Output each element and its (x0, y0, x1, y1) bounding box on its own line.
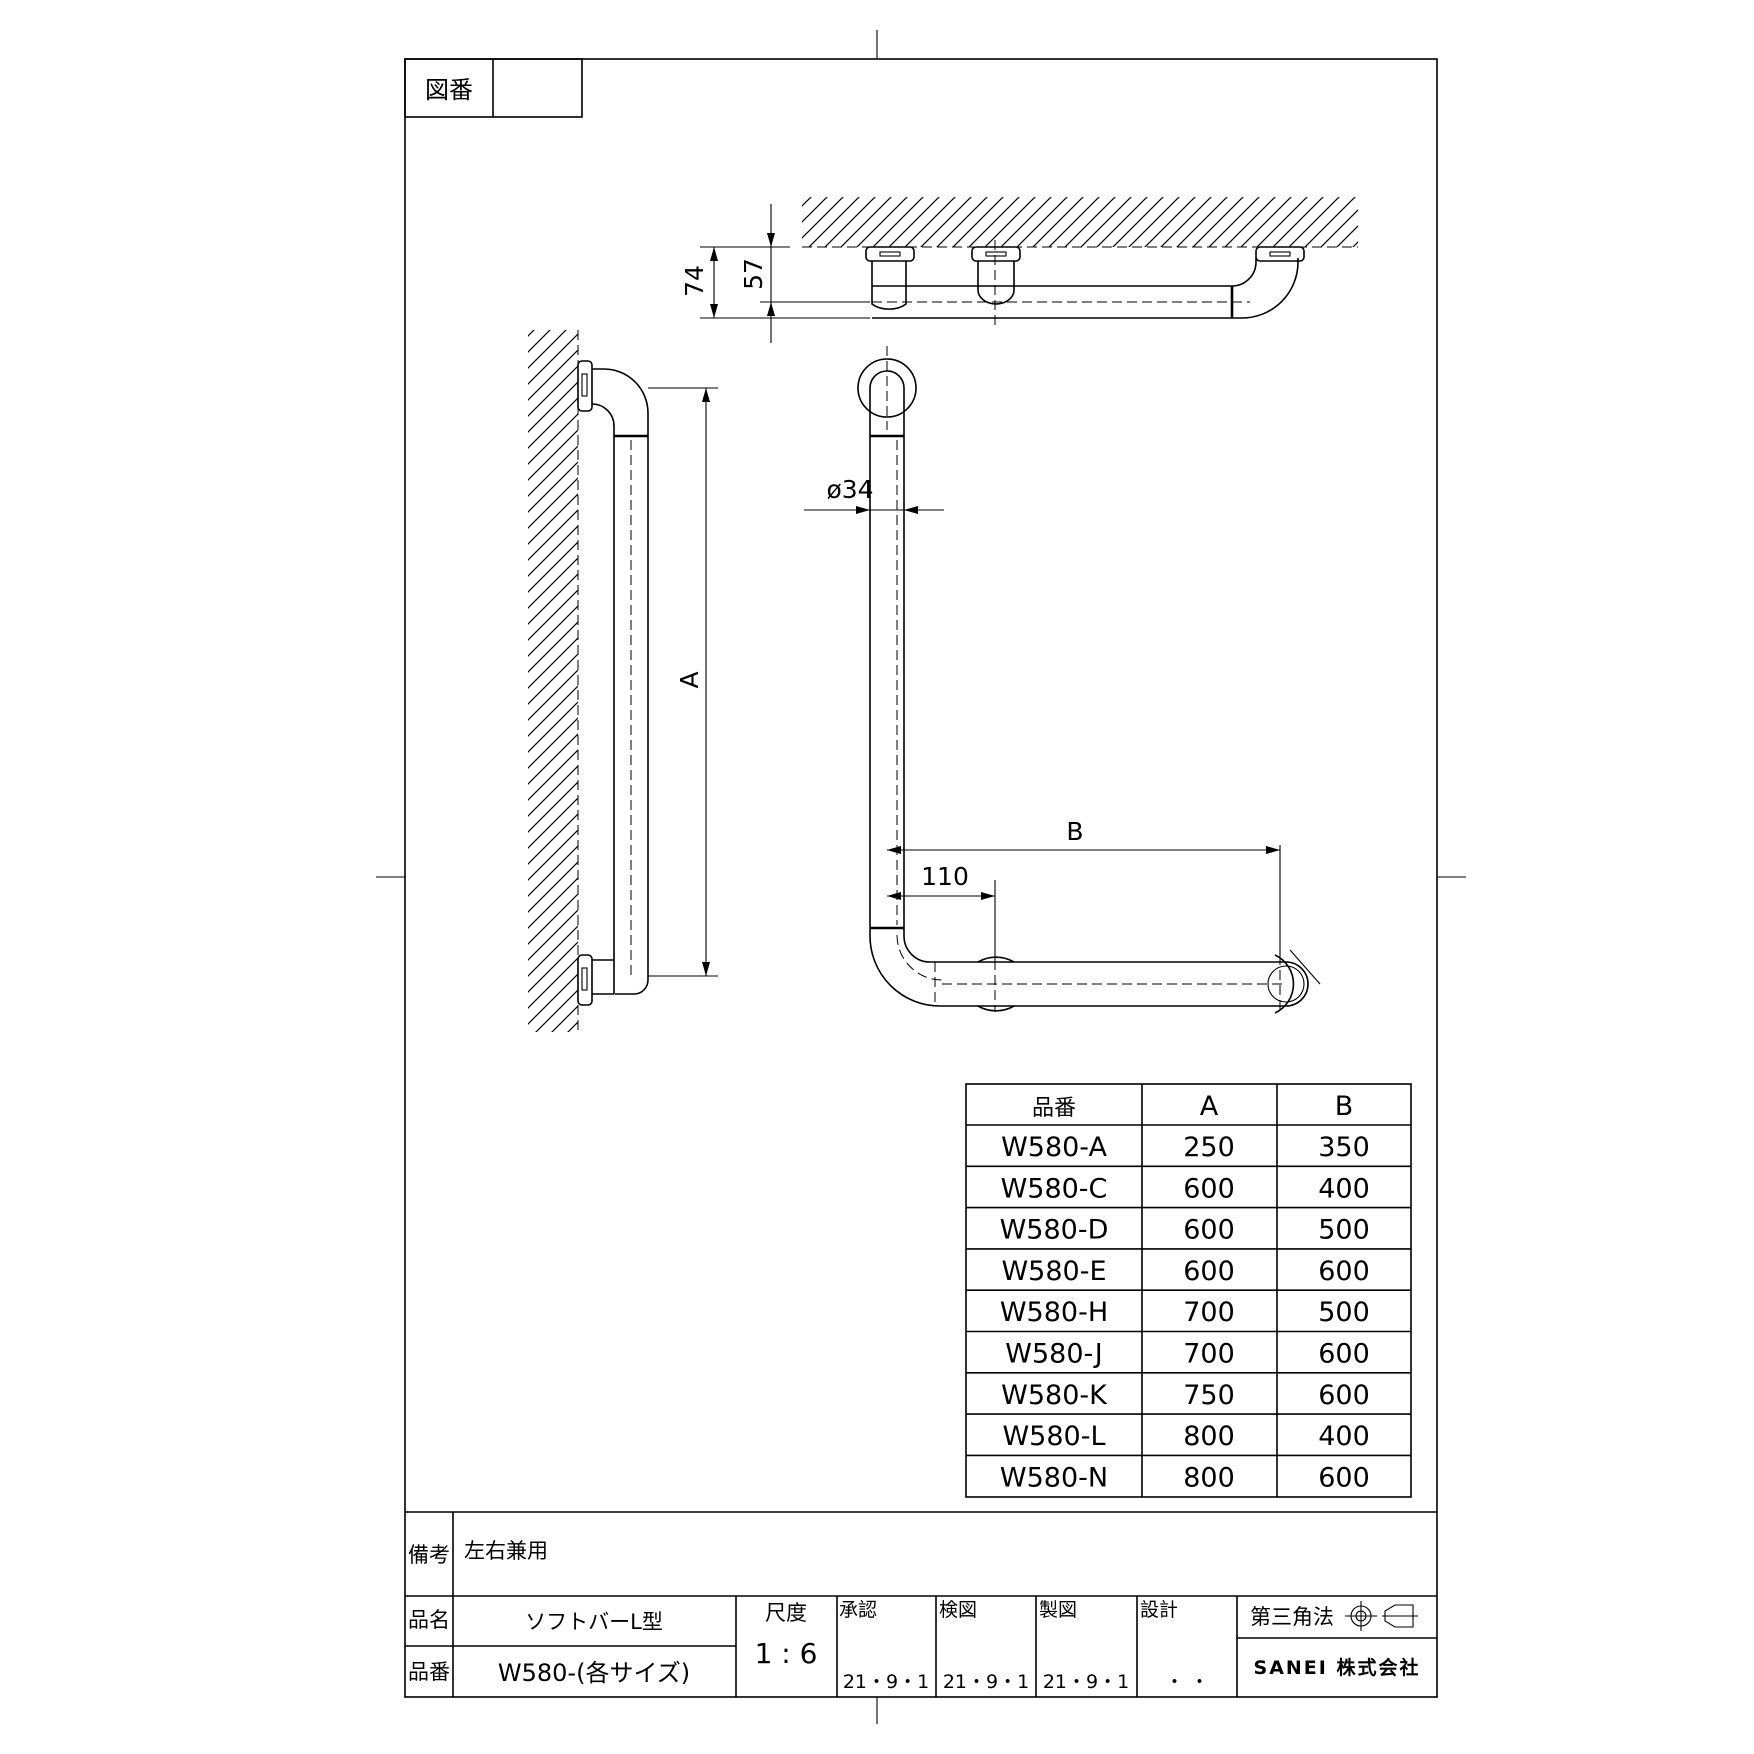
drawing-number-box: 図番 (404, 58, 583, 118)
remarks-label: 備考 (408, 1543, 450, 1567)
part-value: W580-(各サイズ) (498, 1659, 690, 1687)
table-cell-part: W580-C (1001, 1173, 1108, 1204)
scale-value: 1 : 6 (755, 1637, 818, 1670)
dim-diameter: ø34 (826, 475, 873, 504)
sheet-border (404, 58, 1438, 1698)
dim-depth-bar: 57 (739, 258, 768, 290)
dim-width-b: B (1066, 817, 1083, 846)
table-header-a: A (1200, 1091, 1219, 1122)
front-view (804, 346, 1321, 1015)
table-row: W580-D 600 500 (1000, 1215, 1370, 1246)
table-cell-b: 400 (1318, 1421, 1370, 1452)
table-cell-a: 600 (1183, 1173, 1235, 1204)
table-row: W580-E 600 600 (1001, 1256, 1369, 1287)
dim-height-a: A (675, 671, 704, 688)
table-cell-a: 700 (1183, 1339, 1235, 1370)
table-cell-a: 750 (1183, 1380, 1235, 1411)
top-view (700, 197, 1358, 343)
table-row: W580-L 800 400 (1002, 1421, 1369, 1452)
remarks-value: 左右兼用 (464, 1539, 548, 1563)
table-cell-part: W580-D (1000, 1215, 1109, 1246)
side-wall-hatch (528, 330, 578, 1032)
drawn-date: 21・9・1 (1043, 1671, 1129, 1693)
company-name: SANEI 株式会社 (1254, 1656, 1421, 1679)
table-cell-part: W580-A (1001, 1132, 1107, 1163)
designed-date: ・ ・ (1165, 1671, 1209, 1693)
part-label: 品番 (408, 1660, 450, 1684)
table-cell-b: 400 (1318, 1173, 1370, 1204)
table-cell-b: 600 (1318, 1256, 1370, 1287)
table-row: W580-H 700 500 (1000, 1297, 1370, 1328)
dim-depth-total: 74 (680, 265, 709, 297)
table-row: W580-K 750 600 (1001, 1380, 1370, 1411)
table-cell-part: W580-L (1002, 1421, 1105, 1452)
drawn-label: 製図 (1039, 1599, 1077, 1621)
table-cell-a: 250 (1183, 1132, 1235, 1163)
table-cell-a: 600 (1183, 1256, 1235, 1287)
table-cell-part: W580-J (1005, 1339, 1102, 1370)
name-label: 品名 (408, 1608, 450, 1632)
table-header-b: B (1335, 1091, 1354, 1122)
table-cell-a: 600 (1183, 1215, 1235, 1246)
drawing-number-label: 図番 (425, 76, 473, 104)
table-header-part: 品番 (1032, 1096, 1076, 1121)
table-cell-part: W580-K (1001, 1380, 1108, 1411)
table-row: W580-C 600 400 (1001, 1173, 1370, 1204)
checked-date: 21・9・1 (943, 1671, 1029, 1693)
name-value: ソフトバーL型 (525, 1610, 663, 1634)
approved-date: 21・9・1 (843, 1671, 929, 1693)
top-wall-hatch (802, 197, 1358, 247)
table-cell-b: 600 (1318, 1380, 1370, 1411)
table-cell-part: W580-E (1001, 1256, 1106, 1287)
table-cell-b: 600 (1318, 1462, 1370, 1493)
table-cell-b: 350 (1318, 1132, 1370, 1163)
table-cell-b: 500 (1318, 1215, 1370, 1246)
projection-label: 第三角法 (1250, 1605, 1334, 1629)
scale-label: 尺度 (765, 1601, 807, 1625)
approved-label: 承認 (839, 1599, 877, 1621)
dim-offset: 110 (921, 862, 969, 891)
center-marks (376, 30, 1466, 1724)
checked-label: 検図 (939, 1599, 977, 1621)
table-row: W580-N 800 600 (1000, 1462, 1370, 1493)
table-row: W580-J 700 600 (1005, 1339, 1370, 1370)
table-cell-part: W580-N (1000, 1462, 1108, 1493)
table-cell-a: 800 (1183, 1462, 1235, 1493)
side-view (528, 330, 718, 1032)
table-cell-part: W580-H (1000, 1297, 1108, 1328)
third-angle-projection-icon (1345, 1601, 1418, 1631)
table-cell-a: 800 (1183, 1421, 1235, 1452)
table-cell-a: 700 (1183, 1297, 1235, 1328)
table-cell-b: 600 (1318, 1339, 1370, 1370)
designed-label: 設計 (1140, 1599, 1178, 1621)
table-row: W580-A 250 350 (1001, 1132, 1370, 1163)
table-cell-b: 500 (1318, 1297, 1370, 1328)
title-block: 備考 左右兼用 品名 ソフトバーL型 品番 W580-(各サイズ) 尺度 1 :… (405, 1511, 1437, 1697)
